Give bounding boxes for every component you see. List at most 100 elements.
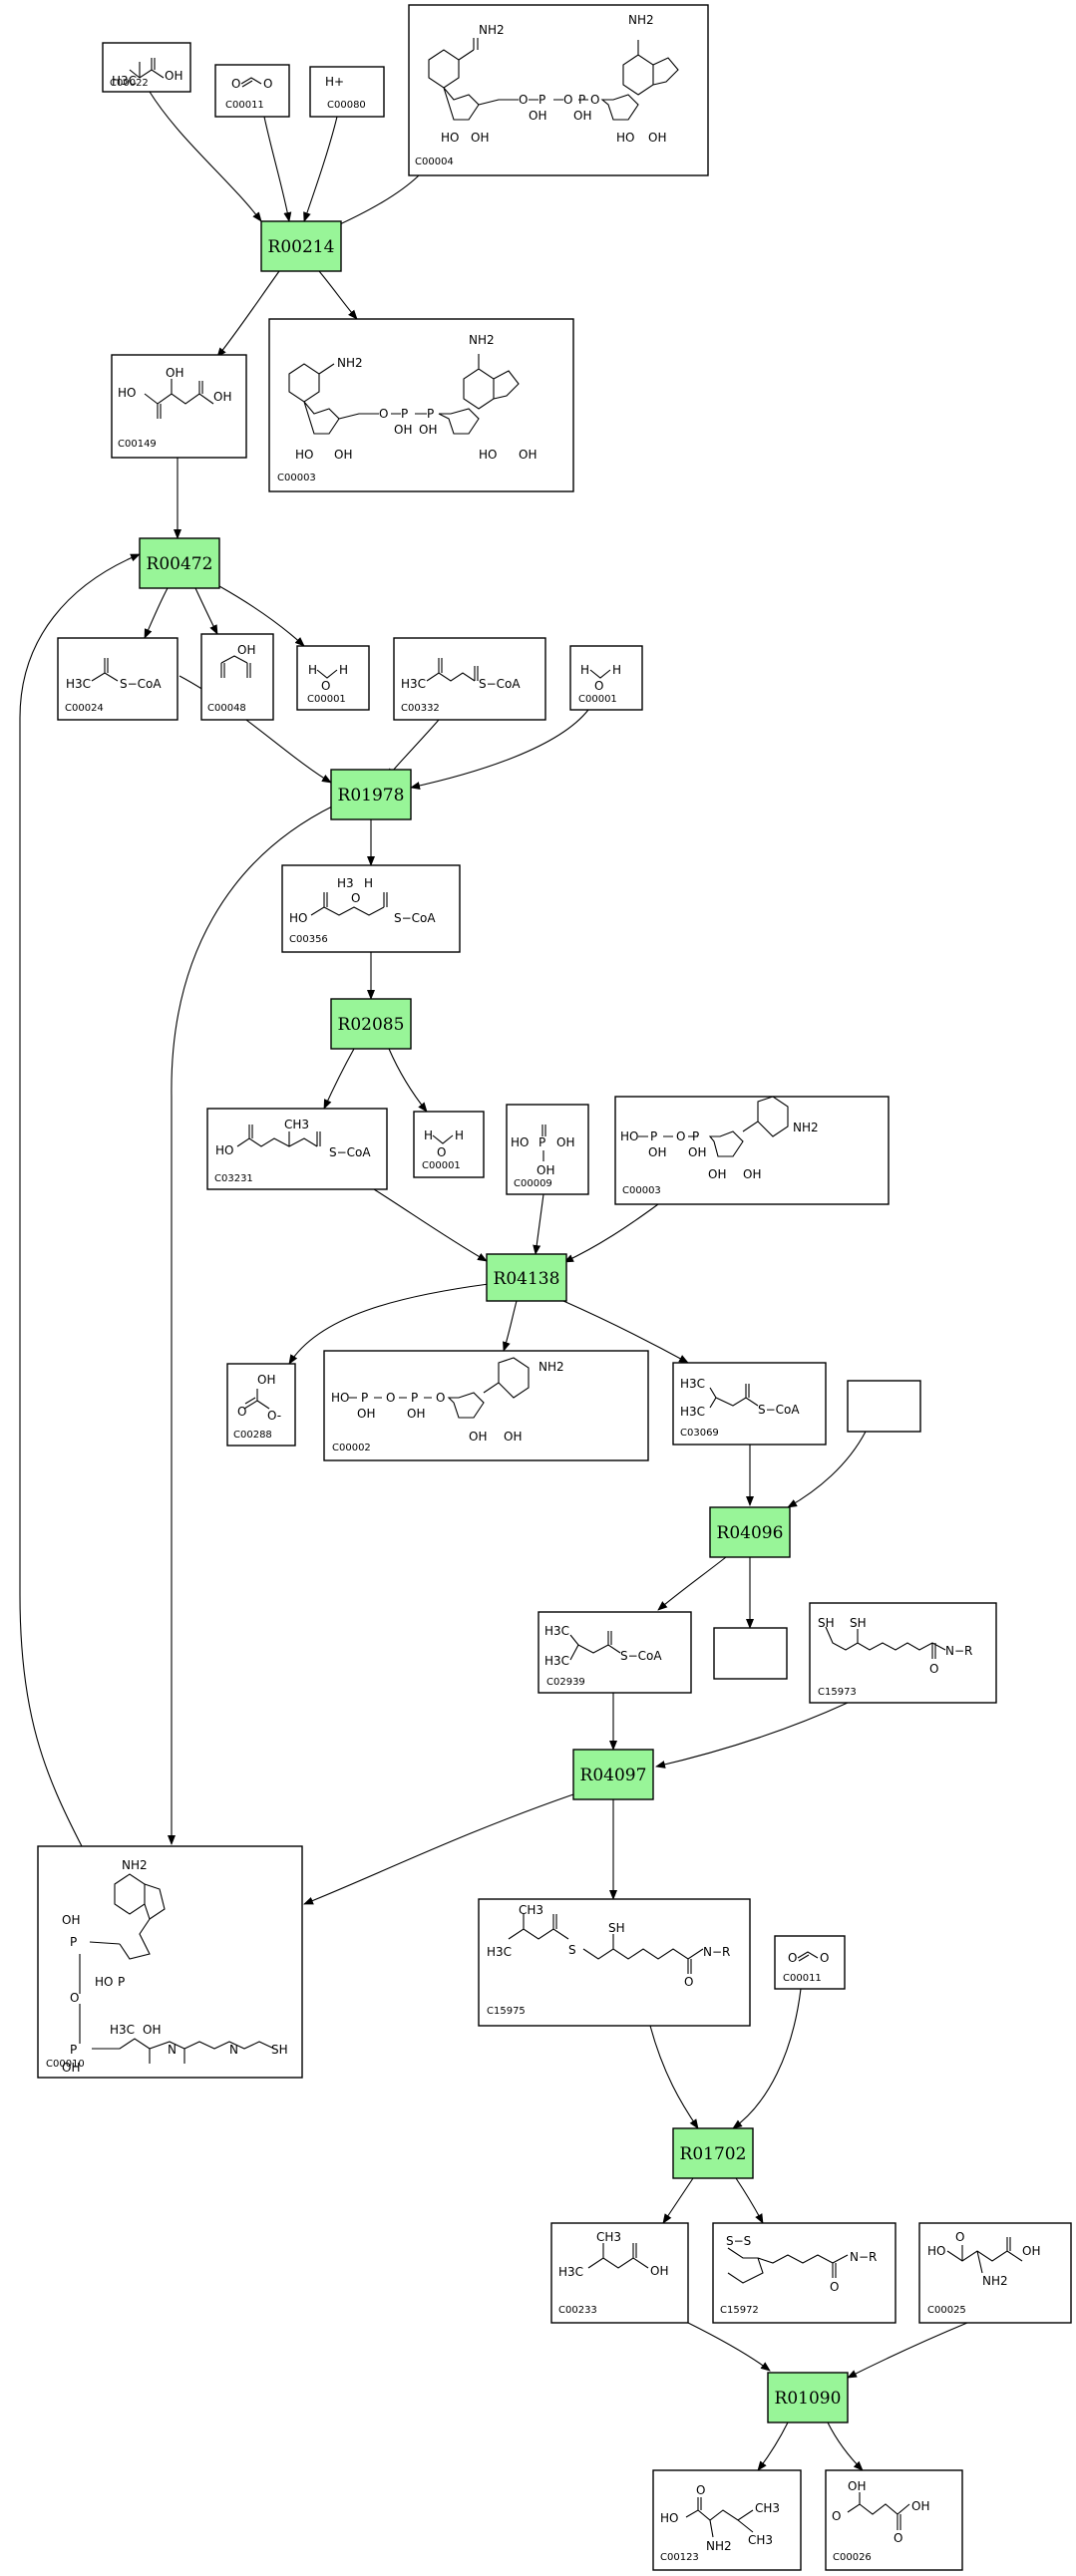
compound-c03069[interactable]: H3C H3C S−CoA C03069 [672,1362,827,1446]
svg-text:HO: HO [660,2511,678,2525]
edge-c00080-r00214 [303,116,338,222]
svg-text:C00011: C00011 [225,100,264,111]
svg-text:O: O [563,93,572,107]
svg-text:S−CoA: S−CoA [758,1403,800,1417]
svg-text:S−CoA: S−CoA [120,677,162,691]
compound-c00001-c[interactable]: H O H C00001 [413,1111,485,1178]
reaction-r01090[interactable]: R01090 [767,2372,849,2423]
svg-text:C00356: C00356 [289,934,328,945]
compound-c00004[interactable]: NH2 HO OH O P OH O P OH O NH2 HO OH C000… [408,4,709,176]
compound-c15975[interactable]: H3C CH3 S SH N−R O C15975 [478,1898,751,2027]
compound-c00010[interactable]: NH2 OH P HO P O P OH OH H3C N N SH C0001… [37,1845,303,2079]
compound-c15973[interactable]: SH SH N−R O C15973 [809,1602,997,1704]
svg-text:O: O [684,1975,693,1989]
svg-text:SH: SH [608,1921,625,1935]
svg-text:NH2: NH2 [337,356,363,370]
compound-c00011[interactable]: O O C00011 [214,64,290,118]
compound-c00048[interactable]: OH C00048 [200,633,274,721]
svg-text:O: O [321,679,330,693]
reaction-r04096[interactable]: R04096 [709,1506,791,1558]
compound-c00026[interactable]: OH O O OH C00026 [825,2469,963,2571]
svg-text:OH: OH [469,1430,487,1444]
compound-c00024[interactable]: H3C S−CoA C00024 [57,637,179,721]
svg-text:R04096: R04096 [717,1523,784,1543]
svg-text:O: O [830,2280,839,2294]
reaction-r04097[interactable]: R04097 [572,1749,654,1800]
compound-c00022[interactable]: H3C OH C00022 [102,42,191,93]
compound-c00002[interactable]: HO P OH O P OH O OH OH NH2 C00002 [323,1350,649,1461]
compound-c00332[interactable]: H3C S−CoA C00332 [393,637,546,721]
svg-text:OH: OH [419,423,437,437]
edge-r02085-c03231 [323,1048,355,1110]
structure-c03231: HO CH3 S−CoA [215,1118,371,1159]
compound-c00001-a[interactable]: H O H C00001 [296,645,370,711]
edge-r04097-c00010 [303,1793,574,1905]
compound-blank-a[interactable] [847,1380,921,1433]
svg-text:H: H [308,663,317,677]
compound-c00025[interactable]: HO O NH2 OH C00025 [918,2222,1072,2324]
svg-text:C00332: C00332 [401,703,440,714]
svg-text:O: O [437,1145,446,1159]
svg-text:O: O [263,77,272,91]
svg-text:O: O [832,2509,841,2523]
compound-c00080[interactable]: H+ C00080 [309,66,385,118]
structure-c00080: H+ [325,75,344,89]
svg-text:HO: HO [118,386,136,400]
svg-text:OH: OH [650,2264,668,2278]
svg-text:HO: HO [616,131,634,145]
svg-text:O: O [351,891,360,905]
compound-c00003[interactable]: NH2 HO OH O P OH P OH NH2 HO OH C00003 [268,318,574,492]
svg-text:OH: OH [407,1407,425,1421]
svg-text:C00149: C00149 [118,439,157,450]
reaction-r01978[interactable]: R01978 [330,769,412,820]
compound-c00123[interactable]: HO O NH2 CH3 CH3 C00123 [652,2469,802,2571]
svg-text:OH: OH [848,2479,866,2493]
svg-text:P: P [70,2043,77,2057]
compound-c00001-b[interactable]: H O H C00001 [569,645,643,711]
compound-c00009[interactable]: HO P OH OH C00009 [506,1104,589,1195]
structure-c00332: H3C S−CoA [401,658,521,691]
compound-c03231[interactable]: HO CH3 S−CoA C03231 [206,1108,388,1190]
reaction-r02085[interactable]: R02085 [330,998,412,1050]
edge-c00001b-r01978 [410,709,589,790]
compound-c00149[interactable]: HO OH OH C00149 [111,354,247,459]
svg-text:H: H [455,1128,464,1142]
reaction-r00472[interactable]: R00472 [139,537,220,589]
svg-text:C15975: C15975 [487,2006,526,2017]
svg-text:R04138: R04138 [494,1269,560,1289]
edges [19,91,968,2471]
compounds: H3C OH C00022 O O C00011 H+ C00080 [37,4,1072,2571]
svg-text:R00472: R00472 [147,554,213,574]
svg-text:O: O [590,93,599,107]
compound-c00356[interactable]: HO H3 H O S−CoA C00356 [281,864,461,953]
svg-text:C00233: C00233 [558,2305,597,2316]
svg-text:O: O [820,1951,829,1965]
edge-r01702-c15972 [735,2177,764,2224]
compound-c00011-b[interactable]: O O C00011 [774,1935,846,1990]
svg-text:O: O [676,1129,685,1143]
svg-text:P: P [70,1935,77,1949]
structure-c00001-b: H O H [580,663,621,693]
reactions: R00214 R00472 R01978 R02085 R04138 R0409… [139,220,849,2423]
svg-text:HO: HO [295,448,313,462]
svg-text:P: P [578,93,585,107]
svg-text:H: H [580,663,589,677]
svg-text:CH3: CH3 [755,2501,780,2515]
svg-text:C00026: C00026 [833,2552,872,2563]
compound-c00288[interactable]: OH O O- C00288 [226,1363,296,1447]
compound-blank-b[interactable] [713,1627,788,1680]
reaction-r01702[interactable]: R01702 [672,2127,754,2179]
svg-text:H3C: H3C [110,2023,135,2037]
reaction-r04138[interactable]: R04138 [486,1253,567,1302]
compound-c00233[interactable]: H3C CH3 OH C00233 [550,2222,689,2324]
edge-c00332-r01978 [386,719,440,779]
compound-c02939[interactable]: H3C H3C S−CoA C02939 [538,1611,692,1694]
svg-text:NH2: NH2 [793,1121,819,1134]
compound-c15972[interactable]: S−S N−R O C15972 [712,2222,897,2324]
compound-c00003-b[interactable]: HO P OH O P OH OH OH NH2 C00003 [614,1096,890,1205]
reaction-r00214[interactable]: R00214 [260,220,342,272]
svg-text:OH: OH [708,1167,726,1181]
svg-text:N−R: N−R [945,1644,972,1658]
svg-text:R01702: R01702 [680,2144,747,2164]
